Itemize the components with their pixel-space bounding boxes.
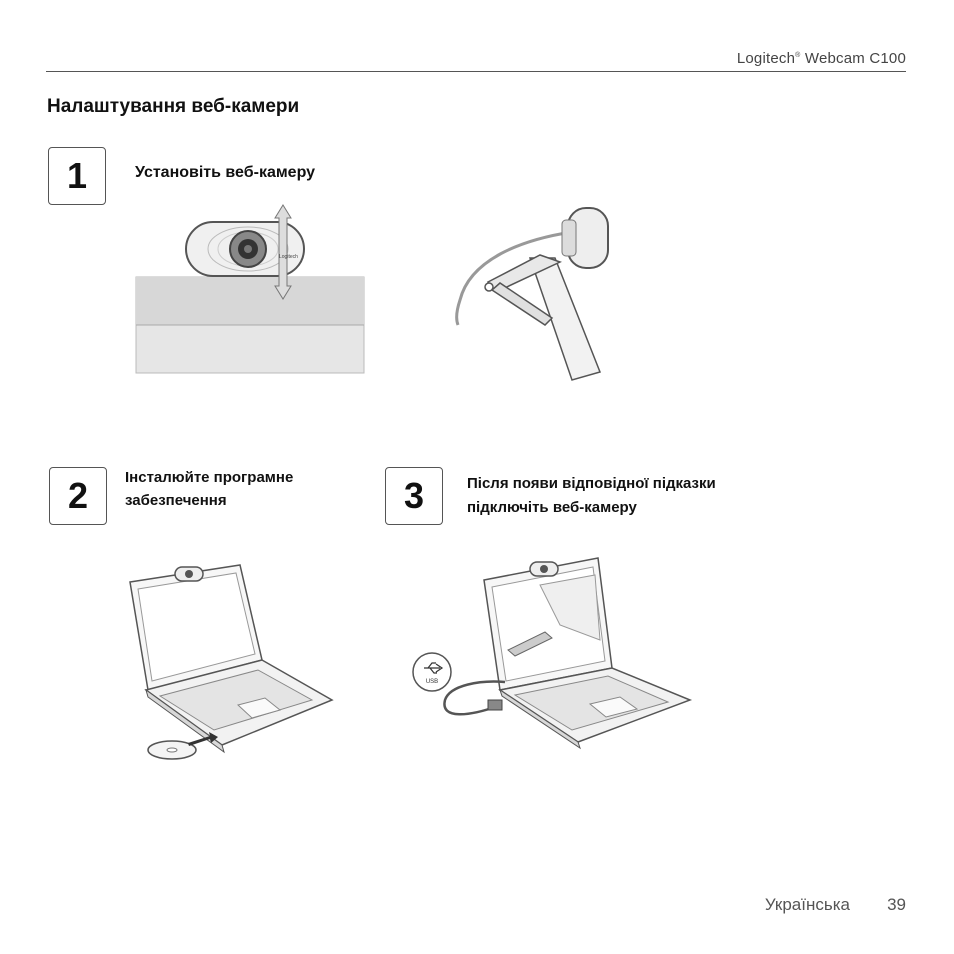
- step-2-text-line1: Інсталюйте програмне: [125, 469, 294, 486]
- step-1-number: 1: [48, 147, 106, 205]
- step-3-text-line2: підключіть веб-камеру: [467, 499, 637, 516]
- page-title: Налаштування веб-камери: [47, 96, 300, 117]
- header-divider: [46, 71, 906, 72]
- product-name: Webcam C100: [804, 50, 906, 67]
- step-2-text-line2: забезпечення: [125, 492, 227, 509]
- brand-name: Logitech: [736, 50, 796, 67]
- header-product-name: Logitech® Webcam C100: [737, 50, 906, 67]
- step-3-text-line1: Після появи відповідної підказки: [467, 475, 716, 492]
- usb-label: USB: [426, 679, 438, 685]
- step-3-number: 3: [385, 467, 443, 525]
- footer-language: Українська: [764, 895, 850, 914]
- webcam-logo-text: Logitech: [279, 254, 298, 260]
- step-1-text: Установіть веб-камеру: [135, 164, 316, 181]
- footer-page-number: 39: [887, 895, 906, 914]
- registered-mark: ®: [795, 52, 801, 59]
- step-2-number: 2: [49, 467, 107, 525]
